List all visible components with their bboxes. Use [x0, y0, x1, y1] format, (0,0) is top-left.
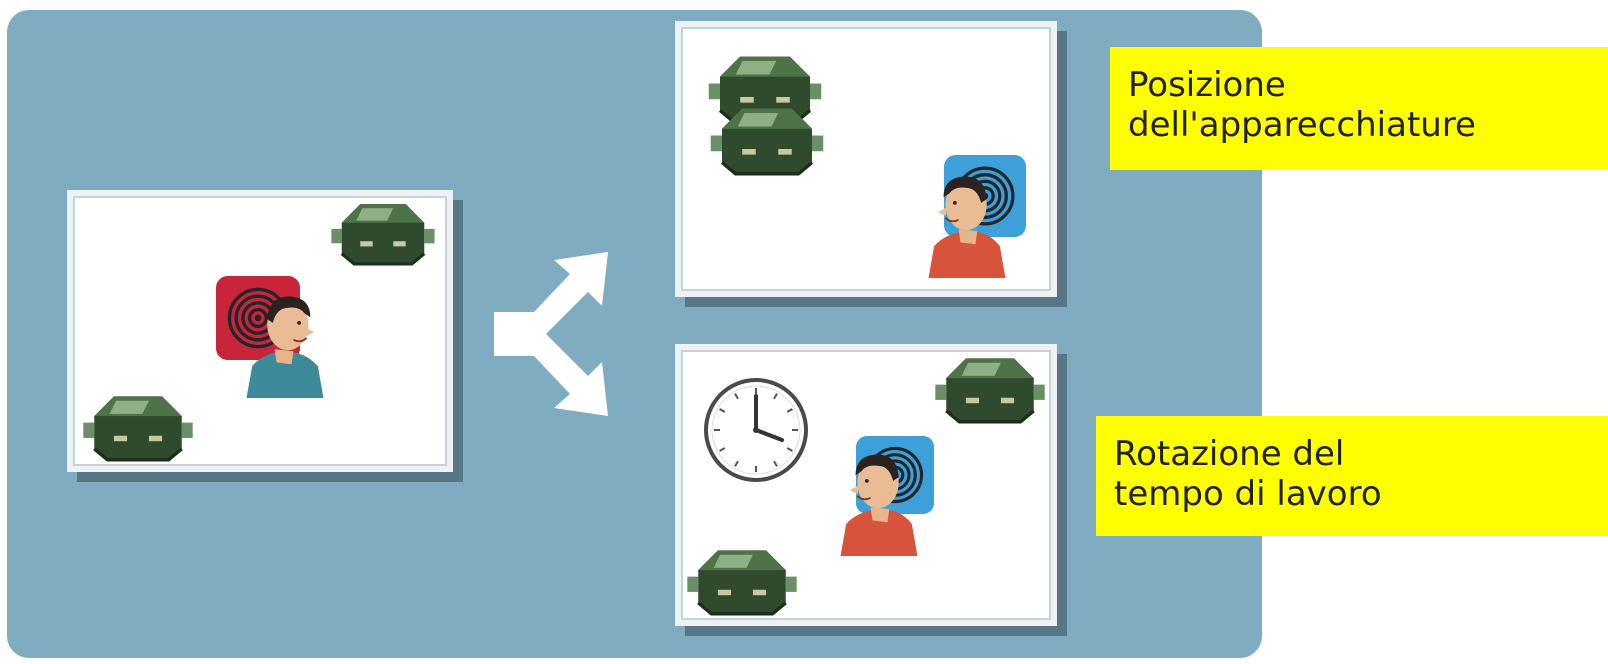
machine-icon — [82, 392, 194, 462]
machine-icon — [934, 354, 1046, 424]
machine-icon — [330, 200, 436, 266]
label-work-time-rotation: Rotazione del tempo di lavoro — [1096, 416, 1608, 536]
split-arrow-icon — [484, 248, 614, 420]
worker-icon — [912, 156, 1022, 278]
label-line: tempo di lavoro — [1114, 474, 1608, 514]
worker-icon — [824, 434, 934, 556]
label-line: dell'apparecchiature — [1128, 105, 1608, 145]
label-line: Rotazione del — [1114, 434, 1608, 474]
clock-icon — [700, 374, 812, 486]
machine-icon — [708, 104, 826, 176]
worker-icon — [230, 276, 340, 398]
machine-icon — [686, 546, 798, 616]
label-equipment-position: Posizione dell'apparecchiature — [1110, 47, 1608, 170]
label-line: Posizione — [1128, 65, 1608, 105]
